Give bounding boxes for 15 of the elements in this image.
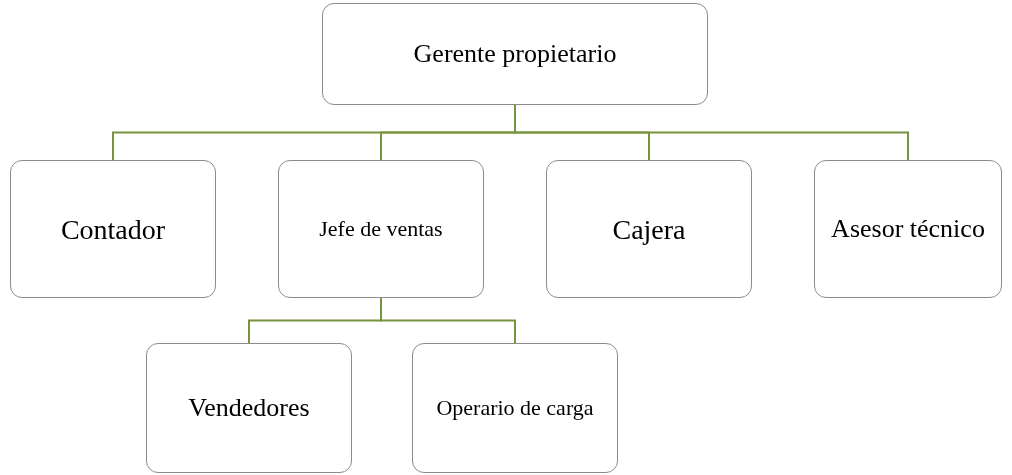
org-box [10, 160, 216, 298]
role-label: Operario de carga [436, 394, 594, 422]
org-box [278, 160, 484, 298]
role-label: Jefe de ventas [319, 215, 443, 243]
org-box [146, 343, 352, 473]
connector-line [380, 297, 516, 344]
org-box [412, 343, 618, 473]
role-label: Contador [60, 212, 166, 247]
role-label: Vendedores [188, 391, 310, 424]
role-label: Cajera [612, 212, 686, 247]
org-box [546, 160, 752, 298]
role-label: Gerente propietario [413, 37, 617, 70]
role-label: Asesor técnico [831, 212, 985, 245]
org-box [322, 3, 708, 105]
org-box [814, 160, 1002, 298]
